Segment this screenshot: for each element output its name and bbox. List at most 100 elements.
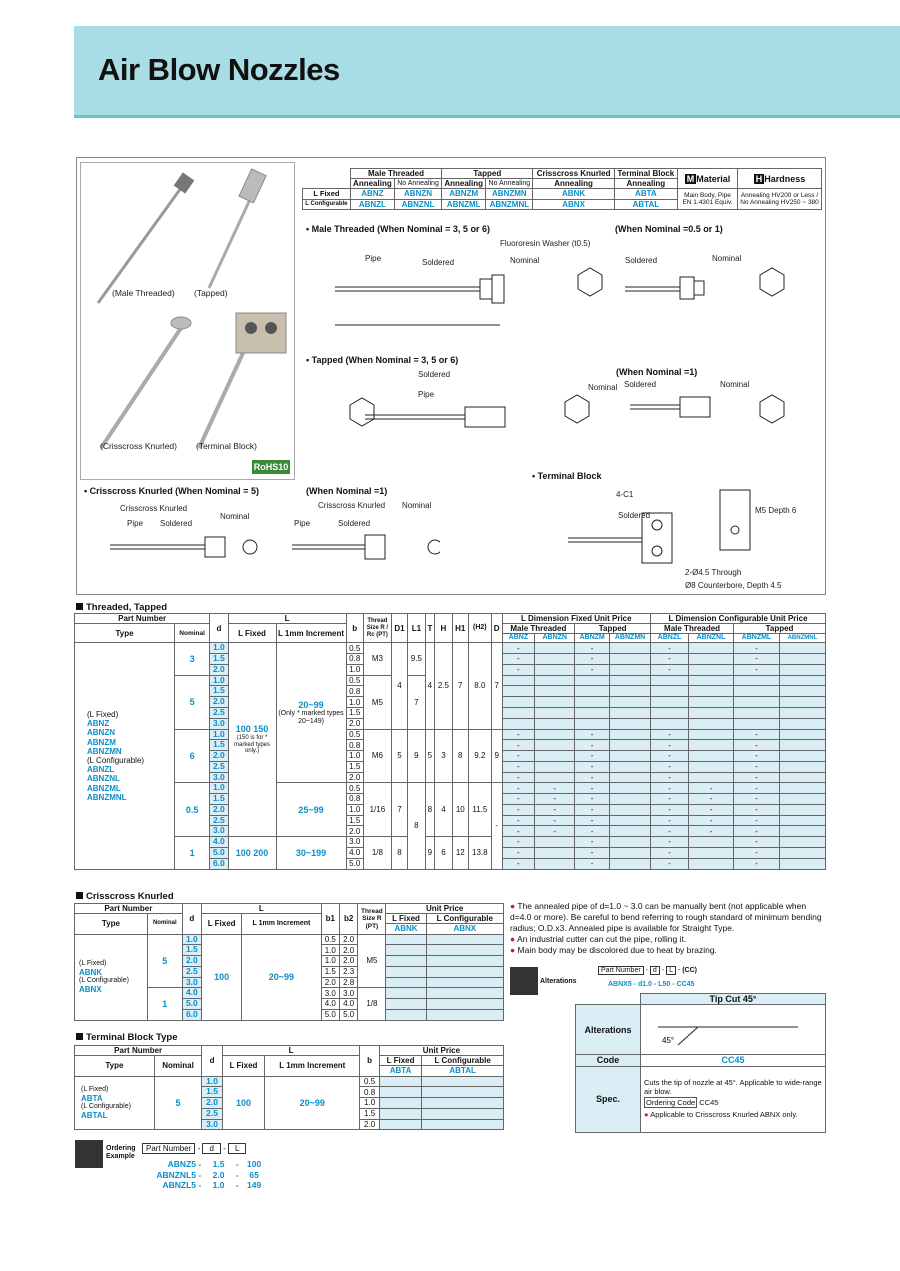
price-cell: - bbox=[574, 653, 611, 665]
cell: 2.0 bbox=[338, 955, 359, 967]
code: ABNX bbox=[532, 198, 615, 210]
code: ABNZNL bbox=[393, 198, 443, 210]
ex: L50 bbox=[658, 981, 671, 988]
price-cell: - bbox=[733, 642, 780, 655]
lbl-nominal-2: Nominal bbox=[712, 254, 742, 263]
cell: 4 bbox=[390, 642, 409, 730]
price-cell: - bbox=[733, 760, 780, 773]
cell: M5 bbox=[357, 933, 387, 989]
cell: L1 bbox=[407, 612, 426, 644]
cell: M3 bbox=[362, 642, 392, 676]
price-cell: - bbox=[733, 825, 780, 838]
cell: 30~199 bbox=[275, 836, 347, 870]
price-cell bbox=[609, 653, 652, 665]
cell: Nominal bbox=[153, 1055, 203, 1077]
cell: 1.5 bbox=[359, 1107, 380, 1120]
cell: 5.0 bbox=[338, 1008, 359, 1021]
cell: 1/8 bbox=[357, 987, 387, 1021]
lbl-pipe-k: Pipe bbox=[127, 519, 144, 528]
cell: 1.0 bbox=[320, 944, 340, 957]
cell: 1.0 bbox=[320, 955, 340, 967]
cell: L Fixed bbox=[227, 623, 277, 644]
price-cell: - bbox=[687, 803, 735, 816]
ord-l: 149 bbox=[247, 1180, 262, 1191]
cell: 0.5 bbox=[345, 728, 364, 741]
price-cell bbox=[650, 696, 689, 709]
alterations-label: Alterations bbox=[540, 978, 577, 985]
code: ABTAL bbox=[613, 198, 679, 210]
cell: M5 bbox=[362, 674, 392, 730]
lbl-fluoro: Fluororesin Washer (t0.5) bbox=[500, 239, 591, 248]
cell: 2.5 bbox=[209, 814, 229, 827]
cell: L Fixed bbox=[385, 913, 427, 925]
price-cell: - bbox=[574, 739, 611, 752]
cell: d bbox=[209, 612, 229, 644]
cell: 1.5 bbox=[201, 1086, 223, 1099]
cell: 1.0 bbox=[209, 728, 229, 741]
cell: b bbox=[345, 612, 364, 644]
price-cell bbox=[687, 685, 735, 698]
diagram-title-knurl5: • Crisscross Knurled (When Nominal = 5) bbox=[84, 486, 259, 496]
angle: 45° bbox=[662, 1036, 674, 1045]
th-knurled: Crisscross Knurled bbox=[532, 167, 615, 180]
spec-value: Cuts the tip of nozzle at 45°. Applicabl… bbox=[640, 1065, 826, 1133]
cell: 2.0 bbox=[338, 944, 359, 957]
section-terminal: Terminal Block Type bbox=[76, 1032, 178, 1043]
lbl-nominal: Nominal bbox=[510, 256, 540, 265]
price-cell bbox=[378, 1118, 423, 1131]
price-cell bbox=[778, 696, 827, 709]
type-item: ABNK bbox=[79, 967, 103, 977]
cell: 4.0 bbox=[320, 998, 340, 1010]
cell: Part Number bbox=[73, 612, 211, 625]
product-photos bbox=[80, 162, 295, 480]
cell: 2.0 bbox=[345, 825, 364, 838]
cell: 2.0 bbox=[209, 803, 229, 816]
price-cell: - bbox=[687, 814, 735, 827]
price-cell bbox=[687, 707, 735, 719]
cell: 2.0 bbox=[181, 955, 203, 967]
price-cell bbox=[650, 685, 689, 698]
price-cell bbox=[425, 998, 505, 1010]
price-cell bbox=[687, 857, 735, 870]
code: ABNZM bbox=[441, 188, 487, 200]
cell: 1.5 bbox=[209, 685, 229, 698]
cell: 100 200 bbox=[227, 836, 277, 870]
lbl-c1: 4-C1 bbox=[616, 490, 634, 499]
th-male: Male Threaded bbox=[349, 167, 443, 180]
alterations-format: Part Number - d - L - (CC) bbox=[598, 966, 697, 975]
price-cell bbox=[687, 846, 735, 859]
price-cell bbox=[687, 696, 735, 709]
cell: ABNZM bbox=[574, 633, 611, 644]
price-cell: - bbox=[574, 857, 611, 870]
ordering-format: Part Number - d - L bbox=[142, 1143, 247, 1154]
cell: ABNZML bbox=[733, 633, 780, 644]
note-text: The annealed pipe of d=1.0 ~ 3.0 can be … bbox=[510, 901, 822, 934]
price-cell bbox=[687, 760, 735, 773]
price-cell bbox=[385, 933, 427, 946]
cell: Type bbox=[74, 913, 148, 935]
price-cell bbox=[778, 674, 827, 687]
price-cell: - bbox=[574, 760, 611, 773]
price-cell: - bbox=[733, 803, 780, 816]
type-list: (L Fixed)ABTA(L Configurable)ABTAL bbox=[74, 1075, 155, 1131]
cell: 4.0 bbox=[345, 846, 364, 859]
cell: 0.5 bbox=[345, 674, 364, 687]
sub-4: Annealing bbox=[532, 178, 615, 190]
price-cell: - bbox=[534, 793, 576, 805]
price-cell: - bbox=[650, 803, 689, 816]
figure-frame bbox=[76, 157, 826, 595]
price-cell bbox=[534, 750, 576, 762]
cell: (H2) bbox=[467, 612, 492, 644]
type-item: ABNZ bbox=[87, 719, 110, 729]
cell: 3 bbox=[173, 642, 211, 676]
price-cell: - bbox=[501, 793, 536, 805]
price-cell: - bbox=[733, 782, 780, 795]
cell: T bbox=[424, 612, 436, 644]
cell: ABNZL bbox=[650, 633, 689, 644]
price-cell: - bbox=[574, 782, 611, 795]
cell: 1.5 bbox=[345, 707, 364, 719]
th-terminal: Terminal Block bbox=[613, 167, 679, 180]
price-cell bbox=[650, 674, 689, 687]
cell: 7 bbox=[390, 782, 409, 838]
